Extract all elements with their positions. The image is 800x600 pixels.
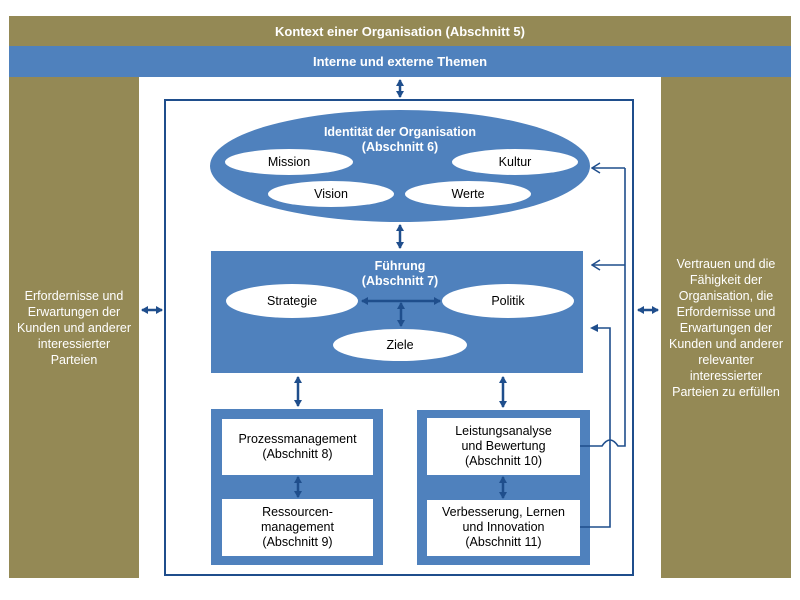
- improvement-line1: Verbesserung, Lernen: [441, 505, 565, 519]
- mission-ellipse: [225, 149, 353, 175]
- performance-evaluation-label: Leistungsanalyse und Bewertung (Abschnit…: [427, 424, 580, 469]
- leadership-title: Führung (Abschnitt 7): [300, 259, 500, 289]
- ziele-label: Ziele: [386, 338, 414, 352]
- strategie-ellipse: [226, 284, 358, 318]
- identity-title-line2: (Abschnitt 6): [361, 140, 439, 154]
- identity-title-line1: Identität der Organisation: [323, 125, 477, 139]
- feedback-improvement-arrowhead: [590, 324, 598, 332]
- performance-evaluation-line2: und Bewertung: [461, 439, 546, 453]
- leadership-title-line1: Führung: [374, 259, 426, 273]
- vision-label: Vision: [314, 187, 348, 201]
- performance-evaluation-line3: (Abschnitt 10): [464, 454, 543, 468]
- feedback-evaluation-line: [580, 168, 626, 447]
- improvement-box: [427, 500, 580, 556]
- performance-evaluation-line1: Leistungsanalyse: [455, 424, 552, 438]
- politik-label: Politik: [491, 294, 525, 308]
- leadership-title-line2: (Abschnitt 7): [361, 274, 439, 288]
- resource-management-label: Ressourcen- management (Abschnitt 9): [222, 505, 373, 550]
- resource-management-line3: (Abschnitt 9): [262, 535, 333, 549]
- left-panel-requirements: Erfordernisse und Erwartungen der Kunden…: [9, 77, 139, 578]
- vision-ellipse: [268, 181, 394, 207]
- politik-ellipse: [442, 284, 574, 318]
- resource-management-box: [222, 499, 373, 556]
- process-management-box: [222, 419, 373, 475]
- improvement-line3: (Abschnitt 11): [465, 535, 542, 549]
- strategie-label: Strategie: [266, 294, 318, 308]
- kultur-label: Kultur: [498, 155, 532, 169]
- themes-title: Interne und externe Themen: [312, 54, 488, 69]
- context-header: Kontext einer Organisation (Abschnitt 5): [9, 16, 791, 46]
- kultur-ellipse: [452, 149, 578, 175]
- ziele-ellipse: [333, 329, 467, 361]
- werte-ellipse: [405, 181, 531, 207]
- identity-title: Identität der Organisation (Abschnitt 6): [300, 125, 500, 155]
- mission-label: Mission: [267, 155, 311, 169]
- resource-management-line2: management: [261, 520, 334, 534]
- context-title: Kontext einer Organisation (Abschnitt 5): [275, 23, 525, 39]
- werte-label: Werte: [451, 187, 485, 201]
- themes-header: Interne und externe Themen: [9, 46, 791, 77]
- right-panel-text: Vertrauen und die Fähigkeit der Organisa…: [669, 256, 783, 399]
- feedback-improvement-line: [580, 327, 611, 528]
- improvement-line2: und Innovation: [462, 520, 545, 534]
- left-panel-text: Erfordernisse und Erwartungen der Kunden…: [17, 288, 131, 367]
- process-management-line1: Prozessmanagement: [238, 432, 357, 446]
- right-panel-trust: Vertrauen und die Fähigkeit der Organisa…: [661, 77, 791, 578]
- process-management-line2: (Abschnitt 8): [262, 447, 333, 461]
- improvement-label: Verbesserung, Lernen und Innovation (Abs…: [427, 505, 580, 550]
- resource-management-line1: Ressourcen-: [262, 505, 333, 519]
- process-management-label: Prozessmanagement (Abschnitt 8): [222, 432, 373, 462]
- performance-evaluation-box: [427, 418, 580, 475]
